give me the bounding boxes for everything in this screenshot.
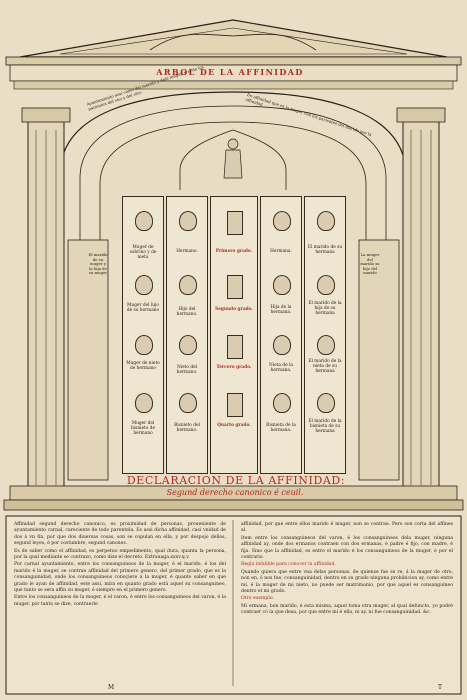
side-label-left: El marido de su muger y la hija de su mu…	[88, 252, 108, 276]
paragraph: Por carnal ayuntamiento, entre los consa…	[14, 562, 226, 594]
affinity-column-4: Hermana. Hija de la hermana. Nieta de la…	[260, 196, 302, 474]
portrait-icon	[317, 211, 335, 231]
paragraph: Es de saber como el affinidad, es perpet…	[14, 548, 226, 561]
cell: Hermana.	[270, 249, 292, 254]
affinity-column-5: El marido de su hermana El marido de la …	[304, 196, 346, 474]
cell: Nieta de la hermana.	[269, 363, 293, 373]
portrait-icon	[317, 275, 335, 295]
signature-mark-left: M	[108, 684, 115, 691]
portrait-icon	[273, 393, 291, 413]
paragraph: Quando quiera que entre vna delas person…	[241, 569, 453, 595]
urn-icon	[227, 335, 243, 359]
portrait-icon	[317, 335, 335, 355]
cell: Hija de la hermana.	[270, 305, 292, 315]
cell: Muger de sobrino y de nieta	[129, 245, 157, 260]
portrait-icon	[273, 211, 291, 231]
portrait-icon	[179, 335, 197, 355]
affinity-column-center: Primero grado. Segundo grado. Tercero gr…	[210, 196, 258, 474]
declaration-subtitle: Segund derecho canonico é ceuil.	[166, 488, 304, 497]
portrait-icon	[273, 335, 291, 355]
declaration-title: DECLARACION DE LA AFFINIDAD:	[126, 474, 346, 487]
cell: Muger del hijo de su hermano	[126, 303, 160, 313]
cell: Bisnieto del hermano.	[174, 423, 200, 433]
cell: El marido de la bisnieta de su hermana	[308, 419, 342, 434]
affinity-column-1: Muger de sobrino y de nieta Muger del hi…	[122, 196, 164, 474]
cell: Nieto del hermano.	[176, 365, 198, 375]
paragraph: affinidad, por que entre ellos marido é …	[241, 522, 453, 534]
portrait-icon	[317, 393, 335, 413]
portrait-icon	[135, 275, 153, 295]
portrait-icon	[135, 335, 153, 355]
urn-icon	[227, 275, 243, 299]
portrait-icon	[135, 211, 153, 231]
paragraph: Affinidad segund derecho canonico, es pr…	[14, 522, 226, 547]
portrait-icon	[135, 393, 153, 413]
cell: El marido de su hermana	[307, 245, 343, 255]
example-heading: Otro exemplo.	[241, 596, 274, 602]
portrait-icon	[273, 275, 291, 295]
cell: Bisnieta de la hermana.	[266, 423, 296, 433]
cell: Hijo del hermano.	[176, 307, 198, 317]
portrait-icon	[179, 211, 197, 231]
paragraph: Item entre los consanguineos del varon, …	[241, 535, 453, 561]
urn-icon	[227, 393, 243, 417]
cell: Muger del bisnieto de hermano	[131, 421, 155, 436]
cell: Tercero grado.	[216, 365, 252, 370]
body-text-left: Affinidad segund derecho canonico, es pr…	[14, 522, 226, 609]
cell: Quarto grado.	[217, 423, 251, 428]
portrait-icon	[179, 393, 197, 413]
rule-heading: Regla infalible para conocer la affinida…	[241, 562, 336, 568]
paragraph: Entre los consanguineos de la muger, é e…	[14, 595, 226, 607]
cell: Hermano.	[176, 249, 198, 254]
cell: Segundo grado.	[215, 307, 253, 312]
side-label-right: La muger del marido su hijo del marido	[360, 252, 380, 276]
cell: El marido de la hija de su hermana	[308, 301, 342, 316]
affinity-column-2: Hermano. Hijo del hermano. Nieto del her…	[166, 196, 208, 474]
signature-mark-right: T	[438, 684, 443, 691]
body-text-right: affinidad, por que entre ellos marido é …	[241, 522, 453, 618]
paragraph: Mi ermana, bon marido, é esta misma, aqu…	[241, 603, 453, 616]
page-title: ARBOL DE LA AFFINIDAD	[156, 67, 304, 77]
cell: Primero grado.	[215, 249, 253, 254]
cell: El marido de la nieta de su hermana	[308, 359, 342, 374]
urn-icon	[227, 211, 243, 235]
cell: Muger de nieto de hermano	[126, 361, 160, 371]
portrait-icon	[179, 275, 197, 295]
